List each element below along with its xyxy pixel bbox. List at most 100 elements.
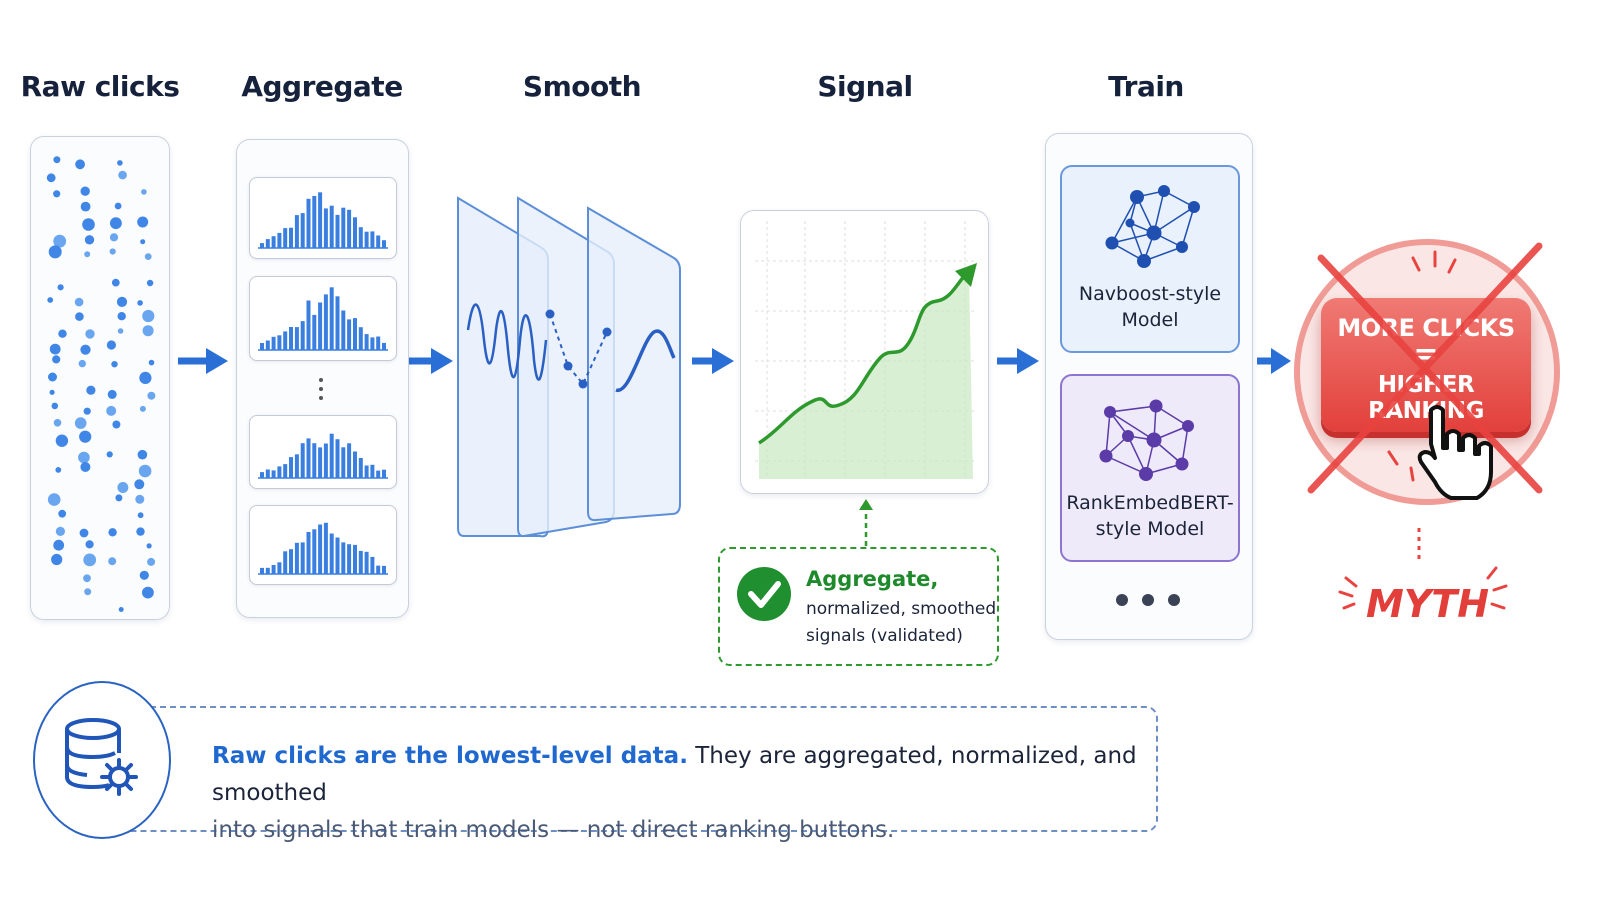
- histogram-bar: [358, 458, 363, 478]
- click-dot: [140, 239, 146, 245]
- histogram-bar: [341, 310, 346, 350]
- click-dot: [55, 526, 65, 536]
- histogram-bar: [306, 438, 311, 478]
- click-dot: [75, 159, 85, 170]
- histogram-bar: [358, 227, 363, 248]
- click-dot: [49, 343, 61, 355]
- click-dot: [79, 528, 89, 538]
- histogram-bar: [271, 336, 276, 350]
- histogram-bar: [376, 336, 381, 350]
- click-dot: [80, 344, 91, 355]
- click-dot: [114, 202, 122, 210]
- click-dot: [80, 462, 91, 472]
- stage-title-aggregate: Aggregate: [241, 70, 403, 103]
- click-dot: [142, 586, 154, 599]
- click-dot: [83, 574, 91, 583]
- click-dot: [117, 312, 126, 321]
- click-dot: [115, 494, 123, 502]
- click-dot: [55, 434, 69, 447]
- click-dot: [55, 467, 62, 473]
- histogram-bar: [353, 217, 357, 248]
- click-dot: [80, 201, 91, 212]
- dashed-up-arrow: [859, 499, 873, 546]
- click-dot: [85, 540, 94, 549]
- myth-badge: MORE CLICKS = HIGHER RANKING: [1293, 222, 1561, 522]
- click-dot: [82, 218, 95, 231]
- myth-label: MYTH: [1366, 582, 1490, 626]
- click-dot: [48, 245, 62, 259]
- signal-chart-panel: [740, 210, 989, 494]
- click-dot: [47, 297, 54, 303]
- histogram-bar: [329, 533, 334, 574]
- click-dot: [83, 553, 97, 567]
- histogram-bar: [323, 443, 328, 478]
- histogram-bar: [323, 208, 328, 248]
- click-dot: [74, 417, 87, 429]
- histogram-bar: [260, 567, 264, 574]
- histogram-bar: [335, 296, 340, 350]
- click-dot: [111, 278, 120, 287]
- histogram-bar: [318, 192, 323, 248]
- database-badge: [33, 681, 171, 839]
- arrow-smooth-to-signal: [692, 348, 734, 374]
- click-dot: [106, 451, 113, 458]
- click-dot: [137, 300, 143, 306]
- navboost-model-label: Navboost-style Model: [1078, 283, 1222, 331]
- histogram-bar: [335, 214, 340, 248]
- histogram-bar: [364, 465, 369, 478]
- myth-spark-icon: [1338, 566, 1508, 610]
- click-dot: [78, 451, 90, 464]
- histogram-bar: [382, 342, 386, 350]
- histogram-bar: [323, 522, 328, 574]
- histogram-bar: [271, 236, 276, 248]
- click-dot: [137, 449, 148, 460]
- histogram-bar: [306, 198, 311, 248]
- histogram-bar: [300, 542, 305, 574]
- histogram-bar: [370, 464, 375, 478]
- arrow-signal-to-train: [997, 348, 1039, 374]
- click-dot: [84, 251, 91, 258]
- noisy-wave: [466, 303, 548, 381]
- note-title: Aggregate,: [806, 567, 939, 591]
- note-line-1: normalized, smoothed: [806, 599, 997, 619]
- note-line-2: signals (validated): [806, 626, 963, 646]
- click-dot: [84, 235, 95, 245]
- histogram-bar: [370, 337, 375, 350]
- histogram-bar: [294, 542, 299, 574]
- histogram-bar: [294, 327, 299, 350]
- click-dot: [75, 312, 84, 321]
- histogram-bar: [376, 235, 381, 248]
- click-dot: [118, 170, 127, 180]
- histogram-bar: [364, 334, 369, 350]
- histogram-bar: [382, 469, 386, 478]
- click-dot: [53, 539, 65, 551]
- histogram-bar: [289, 549, 293, 574]
- callout-text: Raw clicks are the lowest-level data. Th…: [212, 738, 1152, 849]
- histogram-bar: [335, 537, 340, 574]
- network-blue-icon: [1105, 185, 1200, 268]
- click-dot: [141, 189, 147, 195]
- click-dot: [117, 328, 124, 334]
- histogram-bar: [341, 207, 346, 248]
- callout-rest-2: into signals that train models — not dir…: [212, 817, 895, 843]
- click-dot: [144, 253, 152, 260]
- histogram-bar: [376, 565, 381, 574]
- click-dot: [139, 405, 146, 412]
- click-dot: [85, 329, 95, 339]
- click-dot: [46, 173, 56, 183]
- click-dot: [110, 217, 122, 230]
- click-dot: [84, 588, 92, 596]
- histogram-bar: [265, 567, 270, 574]
- validated-note: Aggregate, normalized, smoothed signals …: [718, 547, 999, 666]
- click-dot: [106, 405, 117, 416]
- click-dot: [112, 420, 121, 429]
- click-dot: [86, 385, 96, 395]
- histogram-bar: [271, 470, 276, 478]
- click-dot: [139, 371, 152, 384]
- click-dot: [78, 359, 86, 368]
- histogram-bar: [294, 215, 299, 248]
- stage-title-raw-clicks: Raw clicks: [20, 70, 180, 103]
- click-dot: [146, 279, 154, 287]
- click-dot: [57, 284, 64, 291]
- click-dot: [51, 402, 59, 410]
